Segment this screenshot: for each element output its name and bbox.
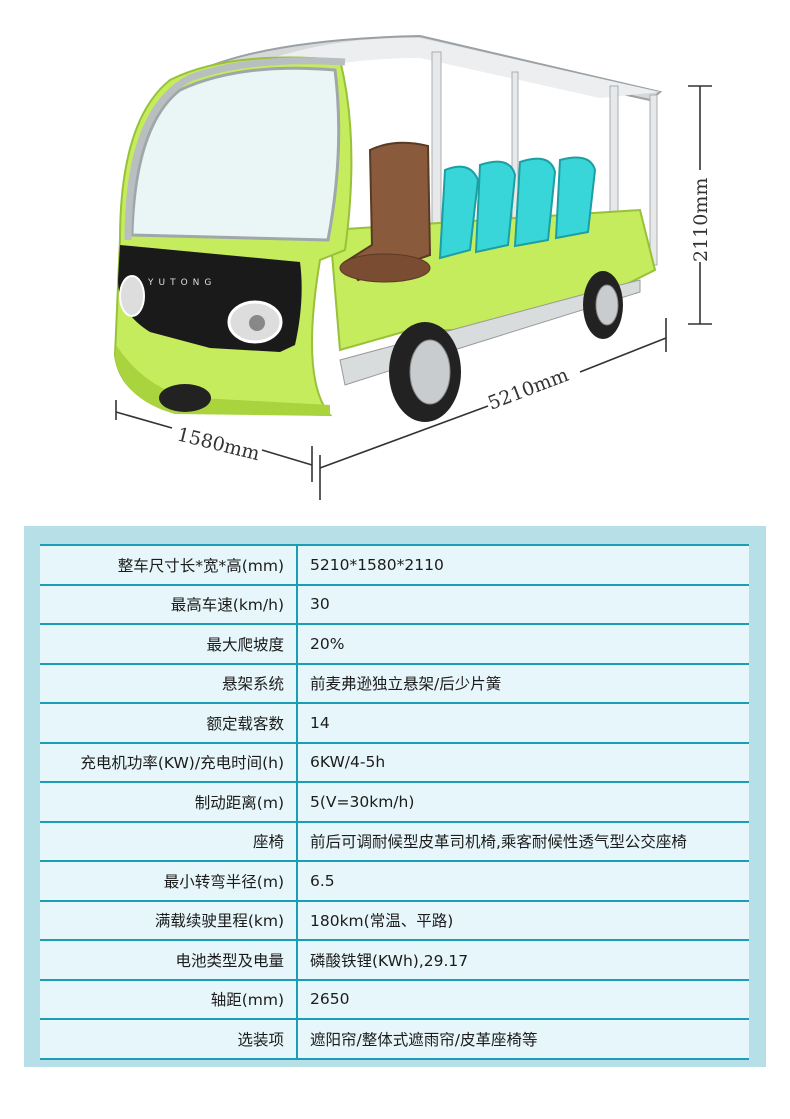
spec-label: 最高车速(km/h) xyxy=(40,585,298,623)
roof-top xyxy=(240,37,660,98)
spec-label: 整车尺寸长*宽*高(mm) xyxy=(40,546,298,584)
wheel-rear-front xyxy=(389,322,461,422)
spec-row: 悬架系统 前麦弗逊独立悬架/后少片簧 xyxy=(40,664,749,704)
spec-label: 制动距离(m) xyxy=(40,783,298,821)
spec-value: 前麦弗逊独立悬架/后少片簧 xyxy=(310,675,502,694)
front-logo-text: YUTONG xyxy=(147,278,216,288)
spec-row: 选装项 遮阳帘/整体式遮雨帘/皮革座椅等 xyxy=(40,1020,749,1060)
width-dimension xyxy=(115,400,313,482)
vehicle-illustration: YUTONG 2110mm 52 xyxy=(0,0,790,520)
wheel-front xyxy=(159,384,211,412)
spec-value: 180km(常温、平路) xyxy=(310,912,454,931)
spec-row: 座椅 前后可调耐候型皮革司机椅,乘客耐候性透气型公交座椅 xyxy=(40,822,749,862)
spec-label: 最小转弯半径(m) xyxy=(40,862,298,900)
spec-row: 轴距(mm) 2650 xyxy=(40,980,749,1020)
spec-row: 充电机功率(KW)/充电时间(h) 6KW/4-5h xyxy=(40,743,749,783)
spec-value: 磷酸铁锂(KWh),29.17 xyxy=(310,951,469,970)
spec-value: 遮阳帘/整体式遮雨帘/皮革座椅等 xyxy=(310,1030,538,1049)
spec-value: 5(V=30km/h) xyxy=(310,792,415,811)
front-glass-arc xyxy=(124,57,346,241)
spec-row: 电池类型及电量 磷酸铁锂(KWh),29.17 xyxy=(40,941,749,981)
spec-row: 最大爬坡度 20% xyxy=(40,625,749,665)
spec-value: 20% xyxy=(310,634,345,653)
windshield xyxy=(130,66,341,242)
spec-value: 30 xyxy=(310,595,330,614)
passenger-seats xyxy=(438,156,597,260)
width-label: 1580mm xyxy=(175,424,262,466)
spec-panel: 整车尺寸长*宽*高(mm) 5210*1580*2110 最高车速(km/h) … xyxy=(24,526,766,1067)
spec-value: 14 xyxy=(310,713,330,732)
driver-seat-cushion xyxy=(339,253,431,283)
spec-value: 前后可调耐候型皮革司机椅,乘客耐候性透气型公交座椅 xyxy=(310,833,687,852)
spec-label: 座椅 xyxy=(40,822,298,860)
wheel-rear xyxy=(583,271,623,339)
spec-table: 整车尺寸长*宽*高(mm) 5210*1580*2110 最高车速(km/h) … xyxy=(40,544,749,1060)
spec-label: 额定载客数 xyxy=(40,704,298,742)
headlight-left xyxy=(119,275,145,317)
spec-value: 6KW/4-5h xyxy=(310,753,386,772)
spec-row: 整车尺寸长*宽*高(mm) 5210*1580*2110 xyxy=(40,546,749,586)
spec-label: 悬架系统 xyxy=(40,664,298,702)
spec-label: 满载续驶里程(km) xyxy=(40,901,298,939)
spec-label: 最大爬坡度 xyxy=(40,625,298,663)
spec-row: 制动距离(m) 5(V=30km/h) xyxy=(40,783,749,823)
spec-label: 选装项 xyxy=(40,1020,298,1058)
spec-label: 电池类型及电量 xyxy=(40,941,298,979)
height-dimension xyxy=(688,85,712,325)
spec-label: 轴距(mm) xyxy=(40,980,298,1018)
pillar xyxy=(649,94,658,266)
spec-row: 最小转弯半径(m) 6.5 xyxy=(40,862,749,902)
spec-value: 6.5 xyxy=(310,871,335,890)
spec-value: 2650 xyxy=(310,990,350,1009)
spec-row: 最高车速(km/h) 30 xyxy=(40,585,749,625)
length-label: 5210mm xyxy=(485,364,572,415)
spec-row: 额定载客数 14 xyxy=(40,704,749,744)
spec-value: 5210*1580*2110 xyxy=(310,555,444,574)
height-label: 2110mm xyxy=(690,178,712,262)
length-dimension xyxy=(319,318,667,500)
spec-row: 满载续驶里程(km) 180km(常温、平路) xyxy=(40,901,749,941)
spec-label: 充电机功率(KW)/充电时间(h) xyxy=(40,743,298,781)
